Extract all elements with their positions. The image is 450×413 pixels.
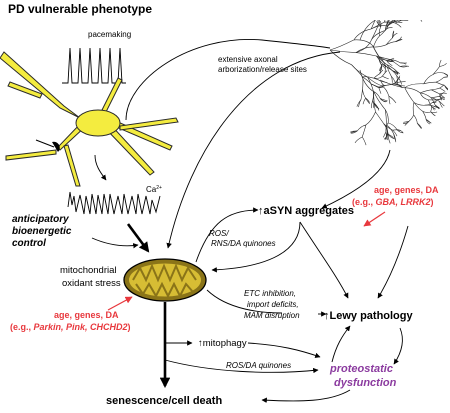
mito-stress-line1: mitochondrial bbox=[60, 265, 117, 276]
anticipatory-label-line1: anticipatory bbox=[12, 214, 69, 225]
etc-label-line1: ETC inhibition, bbox=[244, 289, 296, 298]
asyn-aggregates-label: ↑aSYN aggregates bbox=[258, 205, 354, 217]
anticipatory-arrow bbox=[91, 237, 139, 249]
axonal-label-line2: arborization/release sites bbox=[218, 65, 307, 74]
axonal-arbor-icon bbox=[329, 20, 448, 146]
mito-to-asyn-arrow bbox=[195, 207, 259, 263]
mitophagy-to-proteo-arrow bbox=[247, 342, 321, 358]
asyn-to-mito-arrow bbox=[211, 221, 301, 273]
risk-top-arrow bbox=[363, 211, 386, 227]
pacemaking-trace-icon bbox=[62, 47, 126, 84]
lewy-pathology-label: ↑Lewy pathology bbox=[324, 310, 414, 322]
risk-factors-bottom-line1: age, genes, DA bbox=[54, 310, 119, 320]
risk-bottom-arrow bbox=[107, 296, 133, 311]
mito-stress-line2: oxidant stress bbox=[62, 278, 121, 289]
synapse-icon bbox=[35, 139, 60, 152]
mitophagy-label: ↑mitophagy bbox=[198, 338, 247, 349]
diagram-title: PD vulnerable phenotype bbox=[8, 2, 152, 16]
proteo-to-senescence-arrow bbox=[261, 389, 351, 403]
arbor-to-mito-arrow bbox=[166, 51, 341, 249]
senescence-label: senescence/cell death bbox=[106, 395, 222, 407]
ros-label-line1: ROS/ bbox=[209, 229, 229, 238]
axon-path bbox=[125, 39, 331, 121]
ros-da-label: ROS/DA quinones bbox=[226, 361, 291, 370]
proteostatic-label-line2: dysfunction bbox=[334, 377, 397, 389]
anticipatory-label-line2: bioenergetic bbox=[12, 226, 72, 237]
risk-factors-top-line2: (e.g., GBA, LRRK2) bbox=[352, 197, 434, 207]
calcium-to-mito-arrow bbox=[126, 223, 150, 253]
anticipatory-label-line3: control bbox=[12, 238, 46, 249]
proteo-to-lewy-arrow bbox=[331, 325, 351, 363]
mito-to-etc-line bbox=[206, 289, 283, 314]
etc-label-line2: import deficits, bbox=[247, 300, 299, 309]
arbor-to-asyn-arrow bbox=[321, 149, 391, 209]
mitochondrion-icon bbox=[123, 258, 207, 302]
dopaminergic-neuron-icon bbox=[0, 51, 179, 187]
arbor-to-lewy-arrow bbox=[377, 225, 409, 299]
pacemaking-label: pacemaking bbox=[88, 30, 131, 39]
neuron-to-calcium-arrow bbox=[94, 154, 107, 181]
calcium-label: Ca2+ bbox=[146, 185, 162, 194]
calcium-oscillation-icon bbox=[67, 191, 161, 215]
risk-factors-bottom-line2: (e.g., Parkin, Pink, CHCHD2) bbox=[10, 322, 131, 332]
risk-factors-top-line1: age, genes, DA bbox=[374, 185, 439, 195]
ros-label-line2: RNS/DA quinones bbox=[211, 239, 276, 248]
ros-to-proteo-arrow bbox=[164, 359, 319, 374]
proteostatic-label-line1: proteostatic bbox=[329, 363, 393, 375]
lewy-to-proteo-arrow bbox=[393, 327, 403, 365]
asyn-to-lewy-arrow bbox=[299, 221, 349, 299]
axonal-label-line1: extensive axonal bbox=[218, 55, 278, 64]
etc-label-line3: MAM disruption bbox=[244, 311, 300, 320]
